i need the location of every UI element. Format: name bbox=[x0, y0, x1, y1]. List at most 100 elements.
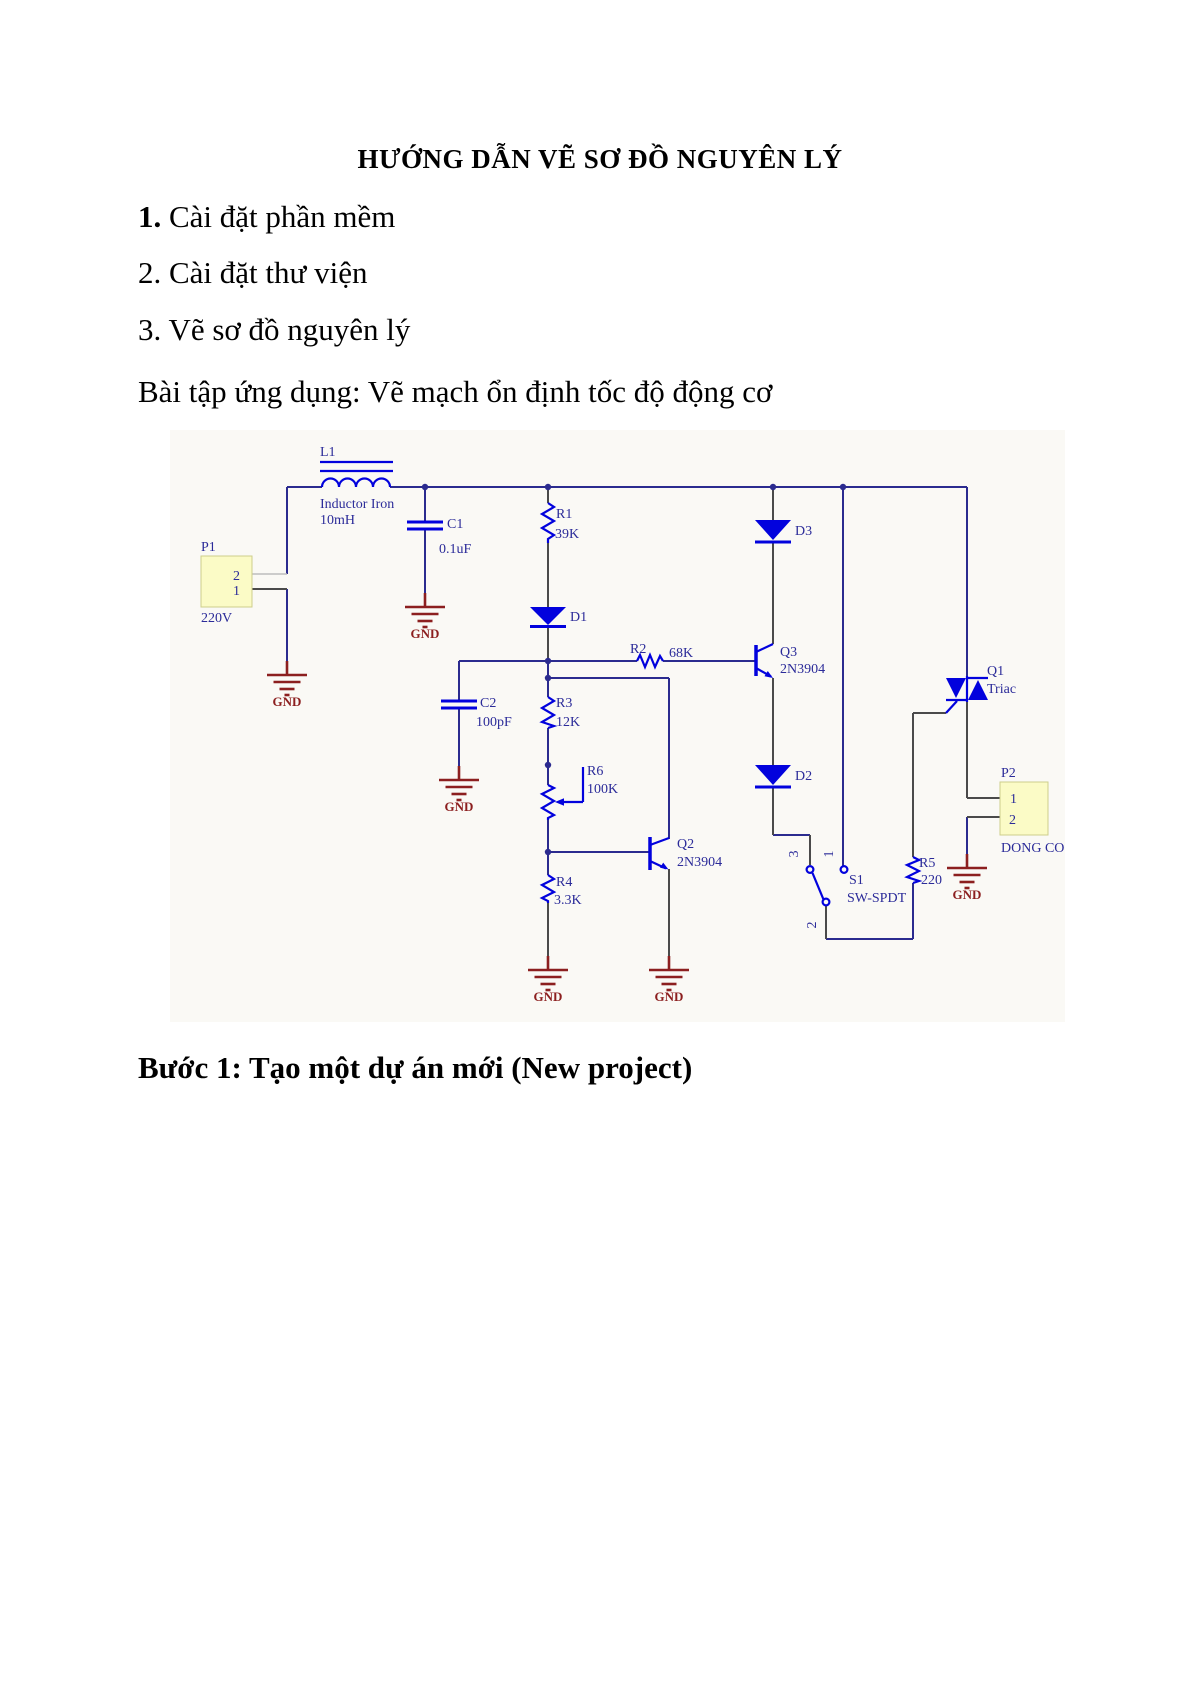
p1-ref-label: P1 bbox=[201, 540, 216, 555]
s1-value-label: SW-SPDT bbox=[847, 891, 907, 906]
component-d1-diode: D1 bbox=[530, 607, 587, 628]
p2-ref-label: P2 bbox=[1001, 766, 1016, 781]
q1-value-label: Triac bbox=[987, 682, 1016, 697]
component-r3-resistor: R3 12K bbox=[539, 696, 580, 730]
r5-ref-label: R5 bbox=[919, 856, 935, 871]
p2-value-label: DONG CO bbox=[1001, 841, 1064, 856]
resistor-icon bbox=[539, 502, 557, 543]
gnd-label: GND bbox=[534, 989, 563, 1004]
gnd-label: GND bbox=[445, 799, 474, 814]
s1-ref-label: S1 bbox=[849, 873, 864, 888]
component-s1-switch: 3 1 2 S1 SW-SPDT bbox=[787, 851, 907, 929]
wiper-arrow-icon bbox=[555, 798, 564, 806]
component-d3-diode: D3 bbox=[755, 520, 812, 544]
inductor-coil-icon bbox=[320, 477, 392, 488]
gnd-label: GND bbox=[953, 887, 982, 902]
gnd-symbol-c1: GND bbox=[405, 593, 445, 641]
r4-ref-label: R4 bbox=[556, 875, 572, 890]
component-r2-resistor: R2 68K bbox=[630, 642, 693, 670]
s1-pin1-label: 1 bbox=[822, 851, 837, 858]
component-p1-connector: P1 2 1 220V bbox=[200, 540, 253, 626]
component-r1-resistor: R1 39K bbox=[539, 502, 579, 543]
potentiometer-icon bbox=[539, 784, 557, 820]
gnd-symbol-c2: GND bbox=[439, 766, 479, 814]
component-r6-potentiometer: R6 100K bbox=[539, 764, 618, 820]
c2-value-label: 100pF bbox=[476, 715, 512, 730]
gnd-label: GND bbox=[411, 626, 440, 641]
q2-value-label: 2N3904 bbox=[677, 855, 722, 870]
component-q3-transistor: Q3 2N3904 bbox=[754, 643, 825, 678]
r2-value-label: 68K bbox=[669, 646, 693, 661]
d1-ref-label: D1 bbox=[570, 610, 587, 625]
diode-icon bbox=[530, 607, 566, 625]
component-c2-capacitor: C2 100pF bbox=[441, 696, 512, 730]
list-item-2-number: 2. bbox=[138, 255, 162, 290]
list-item-3-number: 3. bbox=[138, 312, 162, 347]
p1-pin1-label: 1 bbox=[233, 584, 240, 599]
p1-value-label: 220V bbox=[201, 611, 232, 626]
exercise-line: Bài tập ứng dụng: Vẽ mạch ổn định tốc độ… bbox=[138, 374, 773, 409]
circuit-wires bbox=[286, 486, 968, 940]
step-1-heading: Bước 1: Tạo một dự án mới (New project) bbox=[138, 1050, 693, 1085]
c2-ref-label: C2 bbox=[480, 696, 496, 711]
p1-pin2-label: 2 bbox=[233, 569, 240, 584]
l1-value-label: 10mH bbox=[320, 513, 355, 528]
c1-value-label: 0.1uF bbox=[439, 542, 472, 557]
component-q2-transistor: Q2 2N3904 bbox=[648, 836, 722, 870]
d2-ref-label: D2 bbox=[795, 769, 812, 784]
list-item-2-text: Cài đặt thư viện bbox=[161, 255, 368, 290]
s1-pin2-label: 2 bbox=[805, 922, 820, 929]
switch-pole-icon bbox=[821, 897, 831, 907]
list-item-1-text: Cài đặt phần mềm bbox=[161, 199, 396, 234]
r3-value-label: 12K bbox=[556, 715, 580, 730]
component-d2-diode: D2 bbox=[755, 765, 812, 789]
junction-dots bbox=[421, 483, 847, 856]
gnd-symbol-r4: GND bbox=[528, 956, 568, 1004]
r3-ref-label: R3 bbox=[556, 696, 572, 711]
diode-icon bbox=[755, 520, 791, 540]
r5-value-label: 220 bbox=[921, 873, 942, 888]
d3-ref-label: D3 bbox=[795, 524, 812, 539]
p2-connector-body bbox=[999, 781, 1049, 836]
p1-connector-body bbox=[200, 555, 253, 608]
q3-value-label: 2N3904 bbox=[780, 662, 825, 677]
s1-pin3-label: 3 bbox=[787, 851, 802, 858]
q3-ref-label: Q3 bbox=[780, 645, 797, 660]
component-p2-connector: P2 1 2 DONG CO bbox=[999, 766, 1064, 856]
component-q1-triac: Q1 Triac bbox=[945, 664, 1016, 714]
gnd-label: GND bbox=[655, 989, 684, 1004]
list-item-3-text: Vẽ sơ đồ nguyên lý bbox=[161, 312, 411, 347]
component-l1-inductor: L1 Inductor Iron 10mH bbox=[320, 445, 394, 528]
q1-ref-label: Q1 bbox=[987, 664, 1004, 679]
switch-contact-icon bbox=[805, 865, 815, 875]
diode-icon bbox=[755, 765, 791, 785]
switch-lever-icon bbox=[811, 872, 825, 900]
triac-icon bbox=[946, 678, 966, 698]
r2-ref-label: R2 bbox=[630, 642, 646, 657]
component-r5-resistor: R5 220 bbox=[904, 856, 942, 888]
gnd-symbol-q2: GND bbox=[649, 956, 689, 1004]
list-item-1: 1. Cài đặt phần mềm bbox=[138, 199, 395, 235]
r6-value-label: 100K bbox=[587, 782, 618, 797]
p2-pin2-label: 2 bbox=[1009, 813, 1016, 828]
resistor-icon bbox=[539, 874, 557, 903]
gnd-symbol-p2: GND bbox=[947, 854, 987, 902]
page-title: HƯỚNG DẪN VẼ SƠ ĐỒ NGUYÊN LÝ bbox=[357, 144, 843, 174]
list-item-2: 2. Cài đặt thư viện bbox=[138, 255, 367, 291]
component-c1-capacitor: C1 0.1uF bbox=[407, 517, 472, 557]
schematic-background bbox=[170, 430, 1065, 1022]
r4-value-label: 3.3K bbox=[554, 893, 582, 908]
list-item-3: 3. Vẽ sơ đồ nguyên lý bbox=[138, 312, 410, 348]
l1-ref-label: L1 bbox=[320, 445, 336, 460]
gnd-label: GND bbox=[273, 694, 302, 709]
r1-value-label: 39K bbox=[555, 527, 579, 542]
list-item-1-number: 1. bbox=[138, 199, 162, 234]
resistor-icon bbox=[904, 856, 923, 885]
schematic-image: L1 Inductor Iron 10mH P1 2 1 220V C1 0.1… bbox=[170, 430, 1065, 1022]
resistor-icon bbox=[636, 652, 664, 670]
l1-desc-label: Inductor Iron bbox=[320, 497, 394, 512]
resistor-icon bbox=[539, 696, 558, 730]
circuit-pin-wires bbox=[252, 487, 1000, 956]
q2-ref-label: Q2 bbox=[677, 837, 694, 852]
component-r4-resistor: R4 3.3K bbox=[539, 874, 582, 908]
